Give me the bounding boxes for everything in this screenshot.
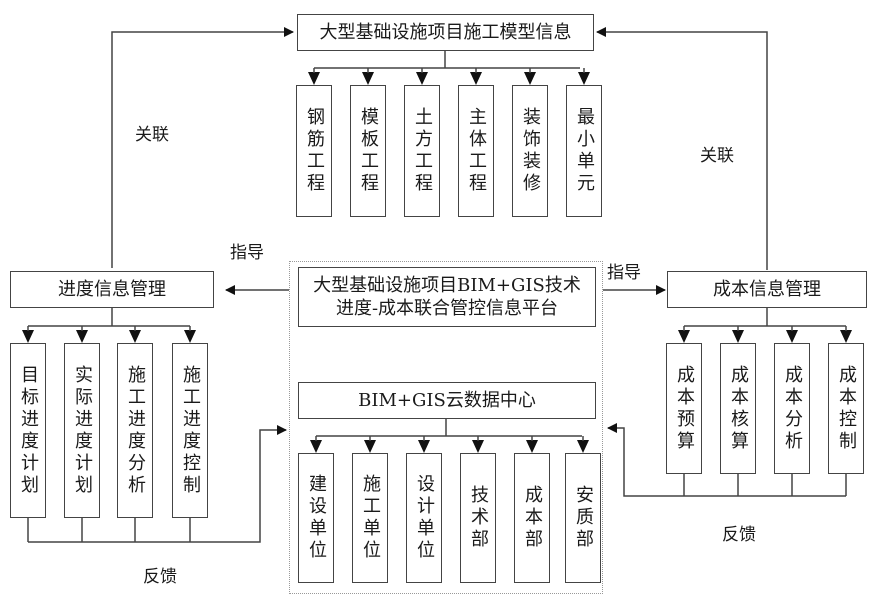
- down-arrow-icon: [526, 440, 538, 453]
- cost-item: 成本分析: [774, 343, 810, 474]
- left-feedback-arrow: [28, 425, 287, 543]
- cloud-data-center-box: BIM+GIS云数据中心: [298, 382, 596, 419]
- cost-management-box: 成本信息管理: [667, 271, 867, 308]
- schedule-item: 实际进度计划: [64, 343, 100, 518]
- top-model-info-box: 大型基础设施项目施工模型信息: [297, 14, 594, 51]
- down-arrow-icon: [362, 72, 374, 85]
- down-arrow-icon: [470, 72, 482, 85]
- schedule-management-box: 进度信息管理: [10, 271, 214, 308]
- model-item: 装饰装修: [512, 85, 548, 217]
- cloud-item: 成本部: [514, 453, 550, 583]
- cloud-item: 技术部: [460, 453, 496, 583]
- left-guide-label: 指导: [230, 243, 264, 263]
- model-item: 土方工程: [404, 85, 440, 217]
- schedule-item: 施工进度分析: [117, 343, 153, 518]
- down-arrow-icon: [524, 72, 536, 85]
- cloud-item: 安质部: [565, 453, 601, 583]
- down-arrow-icon: [578, 72, 590, 85]
- down-arrow-icon: [76, 330, 88, 343]
- cost-item: 成本预算: [666, 343, 702, 474]
- down-arrow-icon: [472, 440, 484, 453]
- down-arrow-icon: [416, 72, 428, 85]
- model-item: 主体工程: [458, 85, 494, 217]
- down-arrow-icon: [22, 330, 34, 343]
- cost-item: 成本核算: [720, 343, 756, 474]
- down-arrow-icon: [129, 330, 141, 343]
- schedule-item: 施工进度控制: [172, 343, 208, 518]
- cloud-item: 设计单位: [406, 453, 442, 583]
- platform-line1: 大型基础设施项目BIM+GIS技术: [313, 274, 581, 296]
- down-arrow-icon: [418, 440, 430, 453]
- down-arrow-icon: [786, 330, 798, 343]
- down-arrow-icon: [678, 330, 690, 343]
- right-feedback-label: 反馈: [722, 525, 756, 545]
- down-arrow-icon: [577, 440, 589, 453]
- schedule-item: 目标进度计划: [10, 343, 46, 518]
- right-guide-label: 指导: [607, 263, 641, 283]
- down-arrow-icon: [840, 330, 852, 343]
- left-feedback-label: 反馈: [143, 567, 177, 587]
- cloud-item: 施工单位: [352, 453, 388, 583]
- platform-box: 大型基础设施项目BIM+GIS技术 进度-成本联合管控信息平台: [298, 267, 596, 327]
- cost-item: 成本控制: [828, 343, 864, 474]
- platform-line2: 进度-成本联合管控信息平台: [335, 298, 559, 319]
- down-arrow-icon: [364, 440, 376, 453]
- right-relation-label: 关联: [700, 146, 734, 166]
- model-item: 模板工程: [350, 85, 386, 217]
- cloud-item: 建设单位: [298, 453, 334, 583]
- down-arrow-icon: [732, 330, 744, 343]
- model-item: 钢筋工程: [296, 85, 332, 217]
- model-item: 最小单元: [566, 85, 602, 217]
- left-relation-arrow: [111, 27, 294, 268]
- left-relation-label: 关联: [135, 125, 169, 145]
- right-feedback-arrow: [607, 423, 846, 497]
- down-arrow-icon: [308, 72, 320, 85]
- right-relation-arrow: [596, 27, 768, 270]
- down-arrow-icon: [184, 330, 196, 343]
- down-arrow-icon: [310, 440, 322, 453]
